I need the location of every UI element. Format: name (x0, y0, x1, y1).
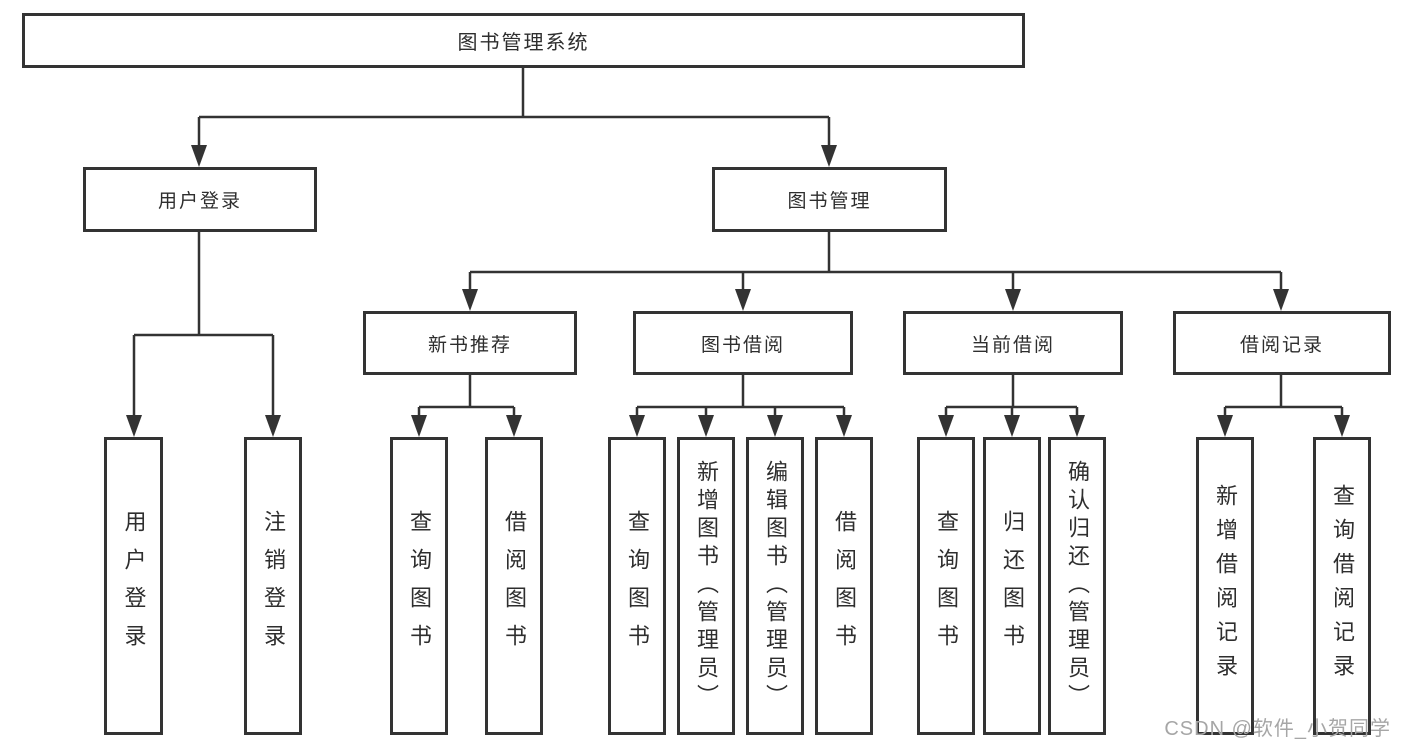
node-book-management: 图书管理 (712, 167, 947, 232)
node-user-login: 用户登录 (83, 167, 317, 232)
node-library-management-system: 图书管理系统 (22, 13, 1025, 68)
leaf-query-books-borrow: 查询图书 (608, 437, 666, 735)
leaf-query-books-current: 查询图书 (917, 437, 975, 735)
node-book-borrow: 图书借阅 (633, 311, 853, 375)
connector-current-borrow-children (938, 375, 1085, 437)
node-current-borrow: 当前借阅 (903, 311, 1123, 375)
leaf-add-book-admin: 新增图书（管理员） (677, 437, 735, 735)
connector-borrow-records-children (1217, 375, 1350, 437)
leaf-logout: 注销登录 (244, 437, 302, 735)
leaf-borrow-books: 借阅图书 (815, 437, 873, 735)
connector-book-management-children (462, 232, 1289, 311)
leaf-query-books-recommend: 查询图书 (390, 437, 448, 735)
leaf-edit-book-admin: 编辑图书（管理员） (746, 437, 804, 735)
node-borrow-records: 借阅记录 (1173, 311, 1391, 375)
leaf-query-borrow-record: 查询借阅记录 (1313, 437, 1371, 735)
leaf-user-login: 用户登录 (104, 437, 163, 735)
connector-user-login-children (126, 232, 281, 437)
leaf-confirm-return-admin: 确认归还（管理员） (1048, 437, 1106, 735)
connector-book-borrow-children (629, 375, 852, 437)
connector-root-to-level2 (191, 68, 837, 167)
leaf-borrow-books-recommend: 借阅图书 (485, 437, 543, 735)
csdn-watermark: CSDN @软件_小贺同学 (1164, 718, 1391, 740)
connector-new-book-recommend-children (411, 375, 522, 437)
node-new-book-recommend: 新书推荐 (363, 311, 577, 375)
leaf-return-book: 归还图书 (983, 437, 1041, 735)
leaf-add-borrow-record: 新增借阅记录 (1196, 437, 1254, 735)
